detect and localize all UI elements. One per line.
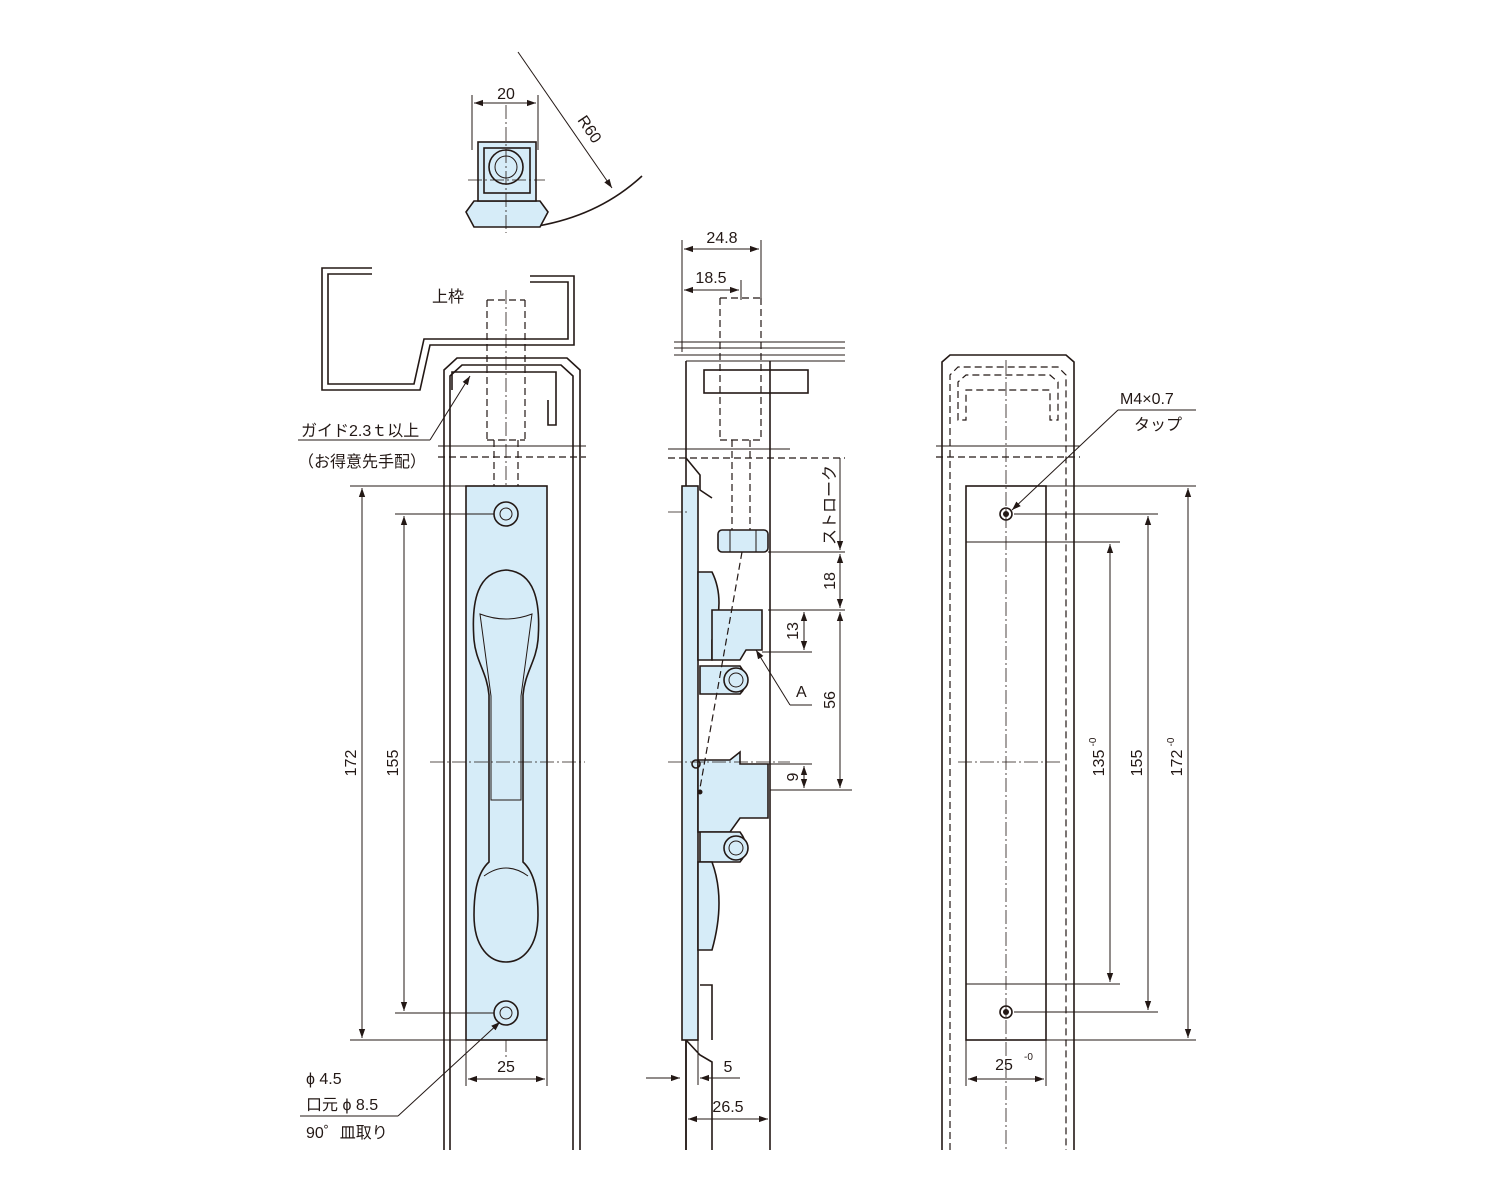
guide-note-line2: （お得意先手配） [298,452,426,471]
side-dim-24-8: 24.8 [706,230,737,247]
front-view: 上枠 ガイド2.3ｔ以上 （お得意先手配） [298,267,586,1150]
side-dim-9: 9 [785,772,802,781]
side-dim-5: 5 [724,1059,733,1076]
hole-note-line1: ϕ 4.5 [306,1071,342,1088]
mortise-cutout [965,485,1047,1041]
cutout-dim-172: 172 [1169,750,1186,777]
front-dim-172: 172 [343,750,360,777]
top-radius-dim: R60 [574,113,605,147]
cutout-dim-135: 135 [1091,750,1108,777]
top-base [465,200,549,228]
cutout-tol-135: -0 [1088,737,1099,746]
bolt-nut [717,529,769,553]
hole-note-line2: 口元 ϕ 8.5 [306,1097,378,1114]
cutout-dim-25: 25 [995,1057,1013,1074]
front-dim-155: 155 [385,750,402,777]
tap-note-line2: タップ [1134,416,1182,434]
guide-channel [443,357,581,1150]
mechanism-block-lower [697,750,769,833]
side-dim-26-5: 26.5 [712,1099,743,1116]
cutout-tol-25: -0 [1024,1052,1033,1063]
upper-frame-label: 上枠 [432,288,464,306]
label-a: A [796,684,807,701]
mechanism-block-upper [711,609,763,661]
top-view: 20 R60 [465,51,643,233]
door-edge [941,354,1075,1150]
side-dim-18: 18 [822,572,839,590]
bolt-plate [465,485,548,1041]
tap-note-line1: M4×0.7 [1120,391,1174,408]
upper-frame [321,267,575,391]
cutout-tol-172: -0 [1166,737,1177,746]
top-width-dim: 20 [497,86,515,103]
side-dim-13: 13 [785,622,802,640]
side-plate [681,485,699,1041]
stroke-label: ストローク [821,465,839,545]
side-dim-56: 56 [822,691,839,709]
cutout-dim-155: 155 [1129,750,1146,777]
front-dim-25: 25 [497,1059,515,1076]
side-dim-18-5: 18.5 [695,270,726,287]
swing-arc [537,175,643,227]
hole-note-line3: 90゜皿取り [306,1124,388,1142]
guide-note-line1: ガイド2.3ｔ以上 [301,422,419,440]
lever-handle [472,569,540,963]
side-view: 24.8 18.5 [646,230,852,1150]
cutout-view: M4×0.7 タップ 135 -0 155 172 -0 25 -0 [936,354,1196,1150]
